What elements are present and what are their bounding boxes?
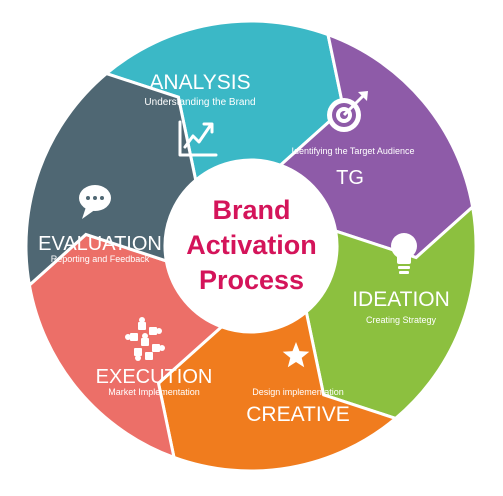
lightbulb-icon xyxy=(391,233,417,274)
line-chart-icon xyxy=(178,120,218,157)
tg-subtitle: Identifying the Target Audience xyxy=(291,146,415,156)
tg-title: TG xyxy=(336,167,364,189)
ideation-subtitle: Creating Strategy xyxy=(365,315,437,325)
analysis-subtitle: Understanding the Brand xyxy=(144,97,256,108)
target-icon xyxy=(327,91,368,132)
puzzle-icon xyxy=(125,317,165,361)
ideation-title: IDEATION xyxy=(352,288,450,311)
creative-title: CREATIVE xyxy=(246,403,350,426)
execution-title: EXECUTION xyxy=(95,366,213,388)
analysis-title: ANALYSIS xyxy=(149,71,251,94)
center-title-line-1: Brand xyxy=(212,195,291,225)
center-title-line-2: Activation xyxy=(186,230,317,260)
creative-subtitle: Design implementation xyxy=(252,387,344,397)
star-icon xyxy=(282,342,310,368)
execution-subtitle: Market Implementation xyxy=(108,387,200,397)
center-title-line-3: Process xyxy=(198,265,305,295)
center-circle xyxy=(165,160,337,332)
evaluation-subtitle: Reporting and Feedback xyxy=(50,254,150,264)
speech-bubble-icon xyxy=(79,185,111,219)
evaluation-title: EVALUATION xyxy=(38,233,162,255)
